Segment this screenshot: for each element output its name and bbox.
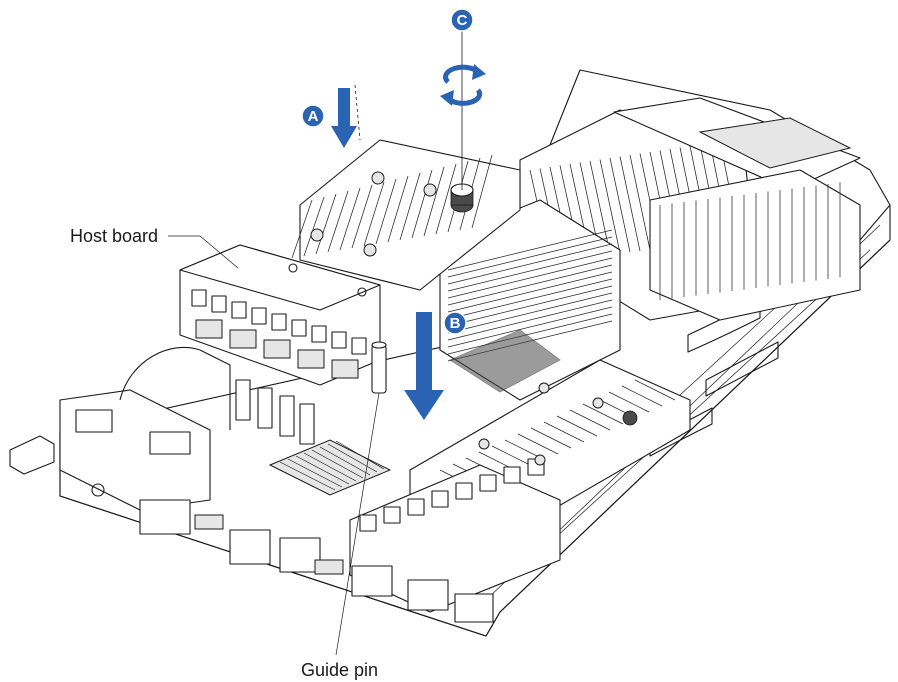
center-heatsink bbox=[439, 199, 621, 401]
mesh-line bbox=[327, 443, 378, 473]
heatsink-fin bbox=[315, 193, 337, 255]
host-board-port bbox=[291, 319, 307, 337]
mezzanine-port bbox=[383, 506, 401, 524]
heatsink-fin bbox=[423, 166, 445, 237]
mesh-line bbox=[295, 455, 350, 485]
mesh-line bbox=[319, 446, 371, 476]
callout-guide-pin: Guide pin bbox=[301, 392, 380, 680]
mesh-line bbox=[303, 452, 357, 482]
mezzanine-port bbox=[455, 482, 473, 500]
host-board-port bbox=[351, 337, 367, 355]
heatsink-fin bbox=[339, 187, 361, 251]
heatsink-fin bbox=[621, 385, 663, 407]
heatsink-fin bbox=[447, 292, 613, 334]
step-a-badge bbox=[301, 104, 325, 128]
heatsink-fin bbox=[447, 257, 613, 299]
host-board-port-lower bbox=[195, 319, 223, 339]
mesh-line bbox=[311, 449, 364, 479]
heatsink-fin bbox=[471, 154, 493, 229]
heatsink-fin bbox=[599, 159, 621, 254]
heatsink-fin bbox=[447, 278, 613, 320]
host-board-port bbox=[191, 289, 207, 307]
heatsink-fin bbox=[447, 236, 613, 278]
heatsink-fin bbox=[291, 199, 313, 259]
heatsink-fin bbox=[447, 243, 613, 285]
host-board-port-lower bbox=[297, 349, 325, 369]
step-c-badge bbox=[450, 8, 474, 32]
step-b-letter: B bbox=[450, 315, 461, 332]
heatsink-fin bbox=[629, 154, 651, 251]
step-c-indicator: C bbox=[440, 8, 486, 190]
step-c-letter: C bbox=[457, 12, 468, 29]
mezzanine-port bbox=[479, 474, 497, 492]
heatsink-fin bbox=[543, 421, 585, 443]
heatsink-fin bbox=[569, 409, 611, 431]
heatsink-fin bbox=[411, 169, 433, 239]
heatsink-fin bbox=[634, 379, 676, 401]
heatsink-fin bbox=[608, 391, 650, 413]
mezzanine-port bbox=[431, 490, 449, 508]
mesh-line bbox=[335, 440, 385, 470]
front-panel-left bbox=[9, 389, 494, 623]
heatsink-fin bbox=[447, 229, 613, 271]
callout-host-board: Host board bbox=[70, 226, 239, 269]
front-mezzanine-card bbox=[349, 359, 691, 613]
guide-pin bbox=[371, 341, 387, 394]
heatsink-fin bbox=[517, 433, 559, 455]
mesh-line bbox=[279, 461, 336, 491]
host-board-port-lower bbox=[331, 359, 359, 379]
host-board-label: Host board bbox=[70, 226, 158, 246]
step-b-badge bbox=[443, 311, 467, 335]
heatsink-fin bbox=[530, 427, 572, 449]
guide-pin-label: Guide pin bbox=[301, 660, 378, 680]
host-board-port bbox=[251, 307, 267, 325]
host-board-port bbox=[211, 295, 227, 313]
mezzanine-port bbox=[503, 466, 521, 484]
heatsink-fin bbox=[303, 196, 325, 257]
heatsink-fin bbox=[447, 306, 613, 348]
heatsink-fin bbox=[447, 313, 613, 355]
heatsink-fin bbox=[375, 178, 397, 245]
heatsink-fin bbox=[556, 415, 598, 437]
heatsink-fin bbox=[447, 264, 613, 306]
screws-small bbox=[310, 171, 638, 466]
step-a-arrow-icon bbox=[331, 88, 357, 148]
host-board-port bbox=[231, 301, 247, 319]
heatsink-fin bbox=[363, 181, 385, 247]
host-board-assembly bbox=[179, 139, 638, 466]
host-board-port bbox=[331, 331, 347, 349]
heatsink-fin bbox=[435, 163, 457, 235]
host-board-port-lower bbox=[229, 329, 257, 349]
heatsink-fin bbox=[582, 403, 624, 425]
heatsink-fin bbox=[399, 172, 421, 241]
memory-fins-right bbox=[649, 169, 861, 321]
rotate-arrows-icon bbox=[440, 64, 486, 106]
heatsink-fin bbox=[351, 184, 373, 249]
step-b-indicator: B bbox=[404, 311, 467, 420]
heatsink-fin bbox=[619, 156, 641, 252]
heatsink-fin bbox=[447, 285, 613, 327]
heatsink-fin bbox=[491, 445, 533, 467]
mezzanine-port bbox=[359, 514, 377, 532]
host-board-port bbox=[271, 313, 287, 331]
riser-area bbox=[119, 346, 392, 496]
heatsink-fin bbox=[447, 250, 613, 292]
mezzanine-port bbox=[407, 498, 425, 516]
heatsink-fin bbox=[387, 175, 409, 243]
host-board-port bbox=[311, 325, 327, 343]
step-a-letter: A bbox=[308, 108, 319, 125]
heatsink-fin bbox=[327, 190, 349, 253]
mesh-line bbox=[287, 458, 343, 488]
heatsink-fin bbox=[609, 157, 631, 253]
heatsink-fin bbox=[447, 299, 613, 341]
step-b-arrow-icon bbox=[404, 312, 444, 420]
step-a-indicator: A bbox=[301, 84, 361, 148]
heatsink-fin bbox=[447, 271, 613, 313]
host-board-port-lower bbox=[263, 339, 291, 359]
